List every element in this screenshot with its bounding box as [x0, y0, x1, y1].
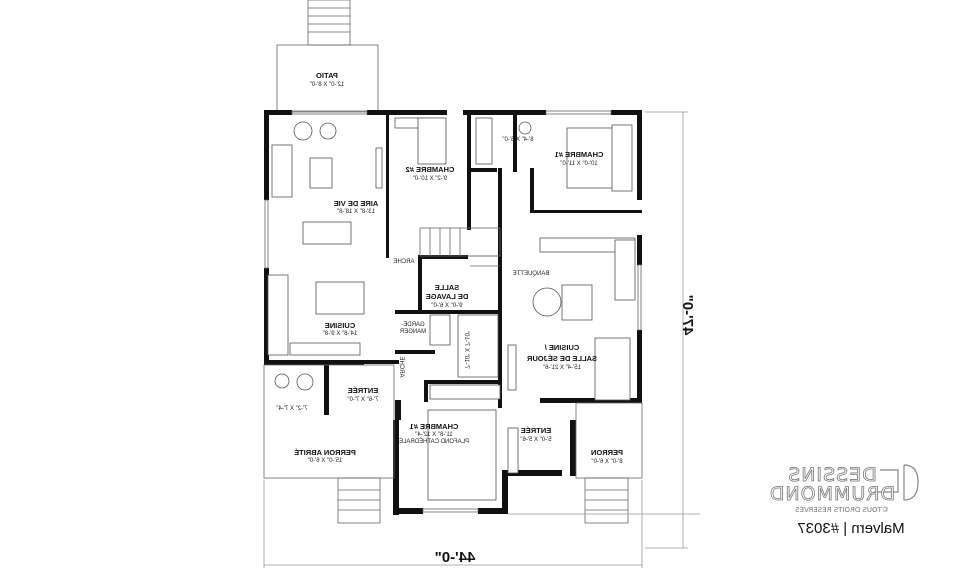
cuisine-sejour-label-1: CUISINE /	[544, 343, 580, 352]
furniture	[267, 117, 636, 501]
chambre2-size: 9'-2" X 10'-0"	[413, 176, 448, 182]
arche-label: ARCHE	[393, 259, 414, 265]
garde-manger-label-1: GARDE-	[401, 322, 424, 328]
porch	[575, 402, 643, 479]
entree-right-size: 5'-0" X 5'-6"	[520, 437, 551, 443]
windows	[264, 110, 642, 513]
salle-lavage-size: 9'-0" X 6'-0"	[431, 303, 462, 309]
covered-porch	[263, 364, 395, 479]
perron-label: PERRON	[591, 448, 623, 457]
bathroom-bottom-size: 7'-10" X 7'-10"	[463, 331, 469, 369]
dimension-lines	[263, 111, 700, 568]
patio	[276, 44, 379, 113]
perron-size: 8'-0" X 6'-0"	[591, 459, 622, 465]
chambre1-bottom-size: 11'-8" X 12'-4"	[415, 432, 452, 438]
perron-abrite-label: PERRON ABRITÉ	[294, 448, 356, 457]
chambre1-top-label: CHAMBRE #1	[555, 150, 604, 159]
bathroom-top-size: 8'-4" X 6'-0"	[502, 137, 533, 143]
width-dimension: 44'-0"	[435, 549, 476, 566]
arche-2-label: ARCHE	[398, 356, 404, 377]
copyright: ©TOUS DROITS RÉSERVÉS	[795, 505, 889, 514]
front-stairs	[263, 364, 643, 524]
cuisine-label: CUISINE	[325, 321, 355, 330]
entree-left-label: ENTRÉE	[348, 386, 378, 395]
brand-line-1: DESSINS	[787, 464, 877, 486]
patio-size: 12'-0" X 8'-0"	[310, 82, 345, 88]
garde-manger-label-2: MANGER	[399, 329, 426, 335]
chambre1-bottom-label: CHAMBRE #1	[410, 422, 459, 431]
cuisine-size: 14'-8" X 9'-8"	[323, 331, 358, 337]
salle-lavage-label-2: DE LAVAGE	[426, 292, 469, 301]
patio-stairs	[307, 0, 351, 46]
banquette-label: BANQUETTE	[513, 271, 550, 277]
interior-stairs	[419, 227, 501, 267]
chambre2-label: CHAMBRE #2	[406, 165, 455, 174]
depth-dimension: 47'-0"	[679, 295, 696, 336]
cuisine-sejour-size: 15'-4" X 21'-6"	[543, 365, 581, 371]
patio-label: PATIO	[316, 71, 338, 80]
logo-mark-icon	[874, 469, 899, 493]
vestibule-size: 7'-2" X 7'-4"	[276, 406, 307, 412]
brand-logo: DESSINS DRUMMOND ©TOUS DROITS RÉSERVÉS M…	[768, 464, 919, 537]
aire-de-vie-size: 13'-8" X 18'-8"	[337, 209, 375, 215]
plan-name: Malvern | #3037	[797, 520, 904, 537]
brand-line-2: DRUMMOND	[769, 483, 895, 505]
aire-de-vie-label: AIRE DE VIE	[334, 199, 379, 208]
room-labels: PATIO 12'-0" X 8'-0" CHAMBRE #2 9'-2" X …	[276, 71, 623, 465]
chambre1-top-size: 10'-0" X 11'-0"	[560, 161, 597, 167]
perron-abrite-size: 15'-0" X 6'-0"	[308, 458, 343, 464]
salle-lavage-label-1: SALLE	[435, 283, 460, 292]
exterior-walls	[264, 110, 642, 515]
entree-right-label: ENTRÉE	[521, 426, 551, 435]
cuisine-sejour-label-2: SALLE DE SÉJOUR	[526, 354, 597, 363]
chambre1-bottom-note: PLAFOND CATHÉDRALE	[399, 438, 469, 445]
interior-walls	[329, 112, 642, 420]
entree-left-size: 7'-6" X 7'-0"	[347, 397, 378, 403]
